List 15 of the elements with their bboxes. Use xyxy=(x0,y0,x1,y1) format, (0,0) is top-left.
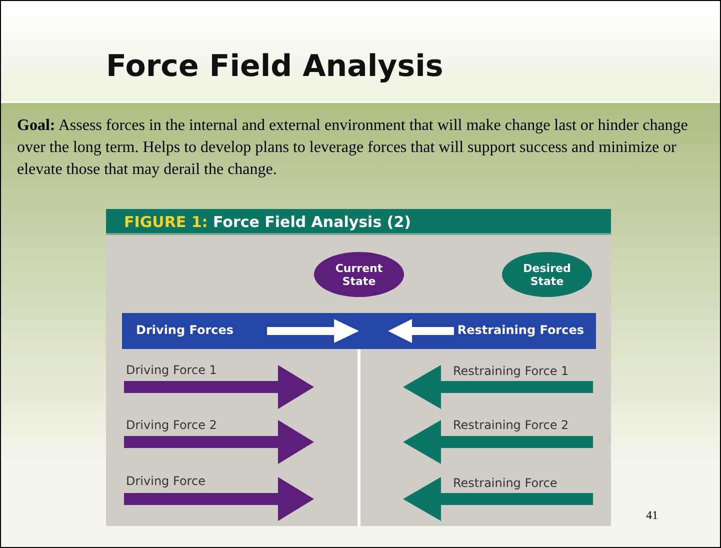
slide-title: Force Field Analysis xyxy=(106,49,444,84)
forces-band xyxy=(122,313,596,349)
state-label: Current State xyxy=(334,262,384,288)
force-label: Restraining Force xyxy=(453,476,558,490)
state-label: Desired State xyxy=(522,262,572,288)
page-number: 41 xyxy=(646,508,658,523)
force-label: Driving Force xyxy=(126,474,206,488)
band-heading: Restraining Forces xyxy=(457,323,584,337)
force-label: Restraining Force 1 xyxy=(453,364,569,378)
force-label: Driving Force 1 xyxy=(126,363,217,377)
goal-paragraph: Goal: Assess forces in the internal and external environment that will make change last or hinder change over the long term. Helps to develop plans to leverage forces that will support success and minimize or elevate those that may derail the change. xyxy=(17,116,689,180)
figure-heading: FIGURE 1: Force Field Analysis (2) xyxy=(106,209,611,235)
force-label: Driving Force 2 xyxy=(126,418,217,432)
band-heading: Driving Forces xyxy=(136,323,234,337)
force-label: Restraining Force 2 xyxy=(453,418,569,432)
